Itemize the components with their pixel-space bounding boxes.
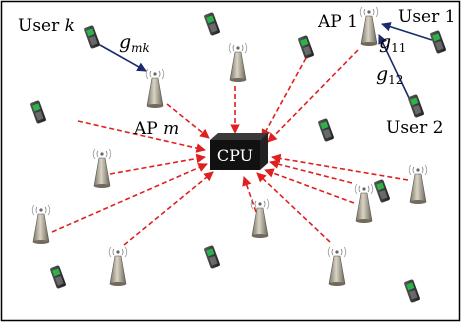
access-link-user-1 — [381, 22, 433, 41]
access-link-user-k — [99, 44, 147, 72]
ap-icon — [359, 6, 379, 47]
phone-icon — [83, 24, 101, 50]
user-2-label: User 2 — [386, 118, 443, 138]
fronthaul-link — [51, 163, 208, 233]
phone-icon — [297, 34, 315, 60]
access-link-user-2 — [378, 34, 411, 101]
cpu-label: CPU — [217, 146, 253, 165]
fronthaul-link — [261, 57, 307, 139]
fronthaul-link — [166, 103, 210, 139]
fronthaul-link — [109, 153, 206, 175]
phone-icon — [429, 29, 447, 55]
fronthaul-link — [264, 168, 355, 204]
ap-icon — [354, 183, 374, 224]
fronthaul-link — [269, 159, 353, 184]
access-links — [99, 22, 433, 101]
fronthaul-link — [123, 171, 214, 246]
channel-label-g12: g12 — [376, 63, 403, 87]
ap-icon — [408, 164, 428, 205]
channel-label-g11: g11 — [379, 31, 406, 55]
user-k-label: User k — [18, 16, 75, 36]
phone-icon — [317, 117, 335, 143]
ap-icon — [108, 246, 128, 287]
ap-icon — [327, 246, 347, 287]
fronthaul-link — [271, 153, 409, 181]
ap-icon — [228, 42, 248, 83]
phone-icon — [203, 244, 221, 270]
phone-icon — [403, 278, 421, 304]
fronthaul-link — [77, 120, 206, 153]
ap-icon — [92, 148, 112, 189]
fronthaul-link — [242, 176, 257, 213]
phone-icon — [49, 264, 67, 290]
ap-icon — [145, 68, 165, 109]
channel-label-gmk: gmk — [119, 31, 150, 55]
phone-icon — [29, 99, 47, 125]
fronthaul-links — [51, 49, 409, 246]
ap-icon — [250, 198, 270, 239]
ap-1-label: AP 1 — [317, 12, 358, 32]
phone-icon — [373, 178, 391, 204]
user-1-label: User 1 — [398, 7, 455, 27]
cpu-box-icon: CPU — [210, 133, 268, 170]
phone-icon — [203, 11, 221, 37]
ap-icon — [31, 204, 51, 245]
fronthaul-link — [267, 49, 359, 143]
ap-m-label: AP m — [133, 119, 179, 139]
phone-icon — [407, 93, 425, 119]
fronthaul-link — [256, 172, 331, 243]
